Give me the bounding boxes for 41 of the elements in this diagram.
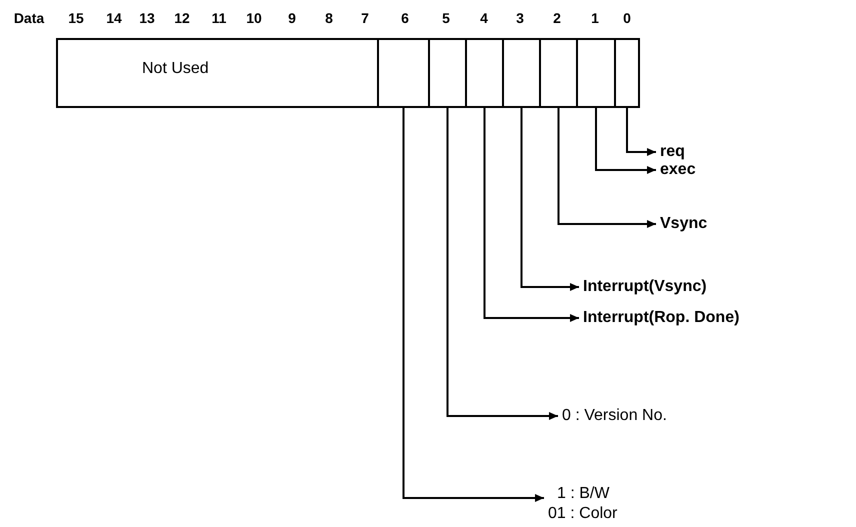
field-label: Not Used [142,60,209,78]
arrow [626,108,656,156]
bit-number: 12 [174,10,190,26]
bit-number: 5 [442,10,450,26]
bit-description: Interrupt(Rop. Done) [583,308,740,328]
bit-cell [377,38,430,108]
bus-label: Data [14,10,44,26]
arrow [558,108,656,228]
bit-cell [614,38,640,108]
bit-description: exec [660,160,696,180]
bit-cell [576,38,616,108]
bit-number: 11 [212,10,226,26]
arrow [402,108,544,502]
bit-number: 14 [106,10,122,26]
arrow [595,108,656,174]
arrow [484,108,579,322]
bit-number: 2 [553,10,561,26]
bit-description: req [660,142,685,162]
bit-number: 7 [361,10,369,26]
bit-number: 13 [139,10,155,26]
bit-number: 4 [480,10,488,26]
bit-description: 0 : Version No. [562,406,667,426]
bit-cell [428,38,467,108]
bit-description: Vsync [660,214,708,234]
bit-number: 6 [401,10,409,26]
bit-description: 1 : B/W [556,484,610,504]
bit-number: 0 [623,10,631,26]
arrow [520,108,579,291]
bit-number: 9 [288,10,296,26]
bit-cell [465,38,504,108]
bit-number: 10 [246,10,262,26]
bit-number: 1 [591,10,599,26]
bit-number: 3 [516,10,524,26]
arrow [446,108,558,420]
bit-number: 15 [68,10,84,26]
bit-cell [502,38,541,108]
bit-cell [539,38,578,108]
register-field [56,38,379,108]
bit-description: 01 : Color [548,504,618,524]
bit-number: 8 [325,10,333,26]
bit-description: Interrupt(Vsync) [583,277,707,297]
